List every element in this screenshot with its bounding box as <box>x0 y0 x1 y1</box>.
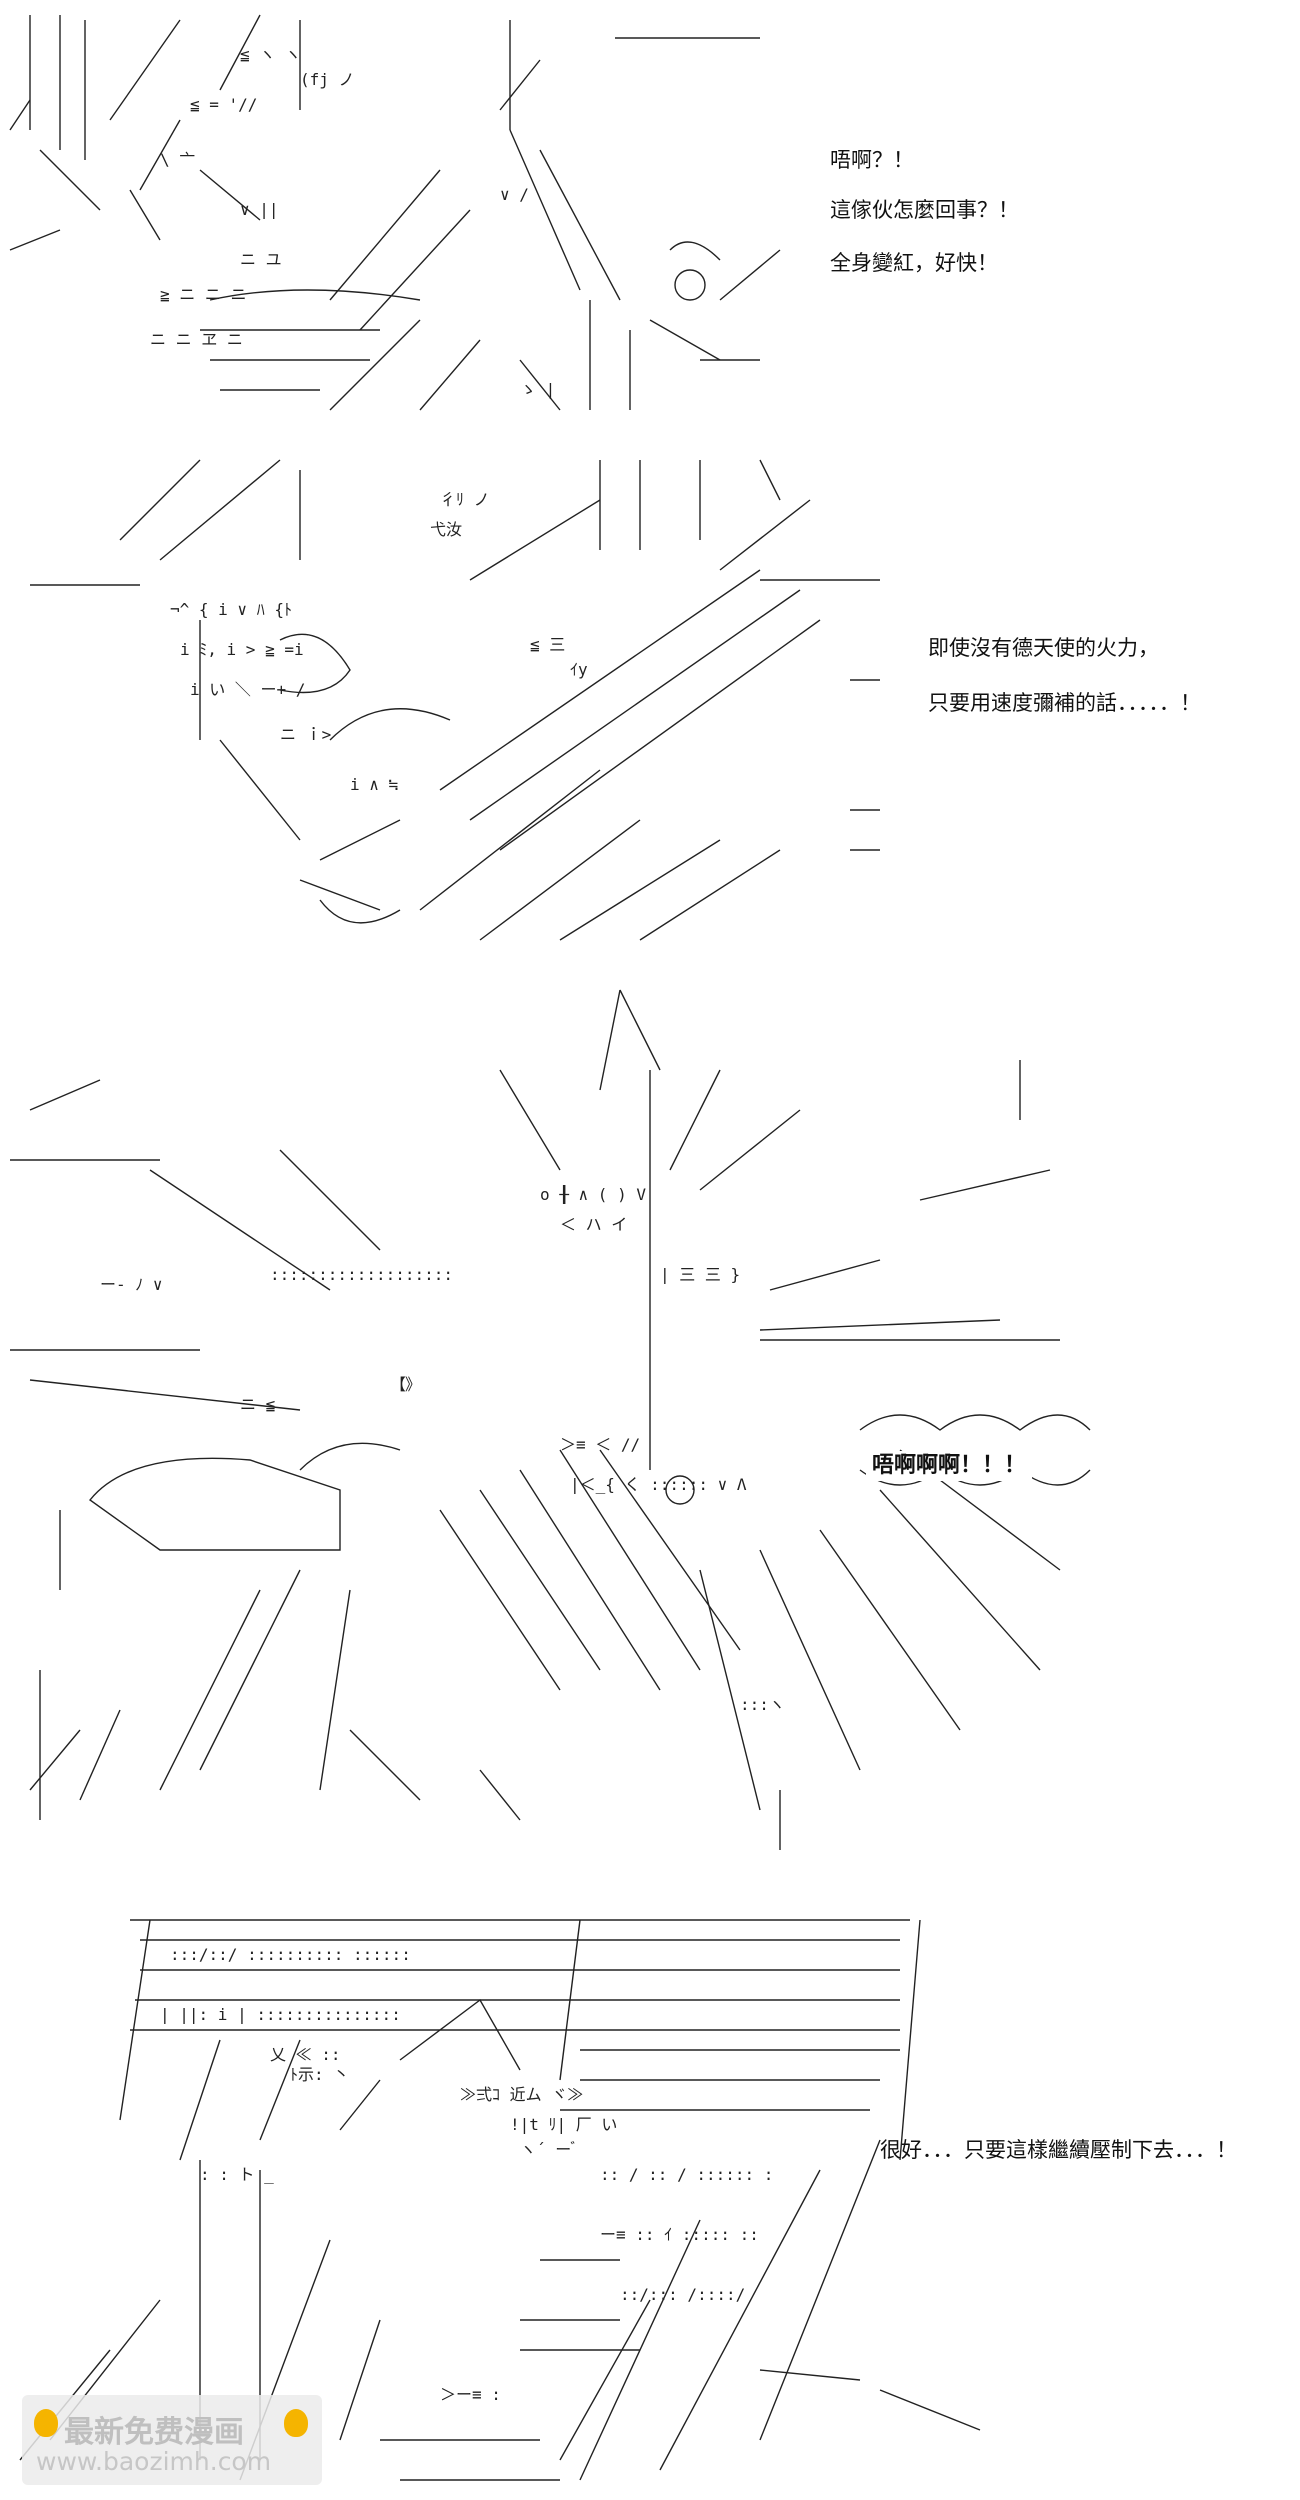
speech-line-2: 只要用速度彌補的話．．．．．！ <box>928 691 1201 715</box>
hand-pointer-icon <box>34 2409 58 2437</box>
svg-text:≦ 三: ≦ 三 <box>530 635 565 654</box>
svg-text:ニ ≦: ニ ≦ <box>240 1395 275 1414</box>
speech-line-3: 全身變紅，好快！ <box>830 251 998 275</box>
svg-text:ー≡ :: ｲ ::::: ::: ー≡ :: ｲ ::::: :: <box>600 2225 759 2244</box>
svg-text:: : ト _: : : ト _ <box>200 2165 274 2184</box>
svg-text:o ╂ ∧ ( ) V: o ╂ ∧ ( ) V <box>540 1184 646 1204</box>
panel-4-ascii-art: :::/::/ :::::::::: :::::: | ||: i | ::::… <box>19 1919 981 2481</box>
svg-text:》: 》 <box>405 1375 421 1394</box>
svg-text:ニ ユ: ニ ユ <box>240 250 282 269</box>
svg-text:【: 【 <box>390 1375 406 1394</box>
svg-text:＞≡ ＜ //: ＞≡ ＜ // <box>560 1435 640 1454</box>
svg-text:≫弍ｺ 近ム ヾ≫: ≫弍ｺ 近ム ヾ≫ <box>460 2085 583 2104</box>
shout-text: 唔啊啊啊！！！ <box>866 1451 1033 1481</box>
svg-text:ー- ﾉ ∨: ー- ﾉ ∨ <box>100 1275 163 1294</box>
panel-3: o ╂ ∧ ( ) V ＜ ハ イ | 三 三 } 【 》 ＞≡ ＜ // |＜… <box>0 970 1300 1850</box>
svg-text::::ヽ: :::ヽ <box>740 1695 785 1714</box>
svg-text:i ∧ ≒: i ∧ ≒ <box>350 775 398 794</box>
svg-text:(fj ノ: (fj ノ <box>300 70 355 89</box>
speech-line-2: 這傢伙怎麼回事？！ <box>830 198 1019 222</box>
svg-text:≦ ヽ ヽ: ≦ ヽ ヽ <box>240 45 301 64</box>
svg-text:＜ ハ イ: ＜ ハ イ <box>560 1215 627 1234</box>
svg-text:i い ＼ ー+ /: i い ＼ ー+ / <box>190 680 305 699</box>
svg-text:|＜_{ く :::::: ∨ Λ: |＜_{ く :::::: ∨ Λ <box>570 1475 747 1494</box>
svg-text:i ﾐ, i > ≧ =i: i ﾐ, i > ≧ =i <box>180 640 304 659</box>
svg-text::::::::::::::::::::: ::::::::::::::::::: <box>270 1265 453 1284</box>
svg-text:!|t ﾘ| 厂 い: !|t ﾘ| 厂 い <box>510 2115 617 2134</box>
panel-4: :::/::/ :::::::::: :::::: | ||: i | ::::… <box>0 1880 1300 2500</box>
svg-text:ｲy: ｲy <box>570 660 588 679</box>
hand-pointer-icon <box>284 2409 308 2437</box>
svg-text:| 三 三 }: | 三 三 } <box>660 1265 740 1284</box>
svg-text:＞ー≡ :: ＞ー≡ : <box>440 2385 501 2404</box>
svg-text:≦ = '//: ≦ = '// <box>190 95 257 114</box>
watermark-line-1: 最新免费漫画 <box>64 2415 244 2450</box>
svg-text:∨ /: ∨ / <box>500 185 529 204</box>
svg-text:ヽ´ ー ゙: ヽ´ ー ゙ <box>520 2140 575 2159</box>
svg-text:彳ﾘ ノ: 彳ﾘ ノ <box>440 490 490 509</box>
svg-text:弋汝: 弋汝 <box>430 520 462 539</box>
panel-1: ≦ ヽ ヽ (fj ノ ≦ = '// \ 亠 ニ ユ ≧ ニ ニ ニ ニ ニ … <box>0 0 1300 430</box>
svg-text::::/::/ :::::::::: ::::::: :::/::/ :::::::::: :::::: <box>170 1945 411 1964</box>
svg-text:ニ ｉ>: ニ ｉ> <box>280 725 331 744</box>
svg-text:≧ ニ ニ ニ: ≧ ニ ニ ニ <box>160 285 247 304</box>
panel-2: 彳ﾘ ノ 弋汝 ¬^ { i ∨ ﾊ {ﾄ i ﾐ, i > ≧ =i i い … <box>0 440 1300 960</box>
panel-2-ascii-art: 彳ﾘ ノ 弋汝 ¬^ { i ∨ ﾊ {ﾄ i ﾐ, i > ≧ =i i い … <box>30 459 880 941</box>
panel-1-ascii-art: ≦ ヽ ヽ (fj ノ ≦ = '// \ 亠 ニ ユ ≧ ニ ニ ニ ニ ニ … <box>9 14 781 411</box>
svg-text:\ 亠: \ 亠 <box>160 150 195 169</box>
svg-text::: / :: / :::::: :: :: / :: / :::::: : <box>600 2165 773 2184</box>
watermark-url: www.baozimh.com <box>36 2447 272 2476</box>
svg-text:ﾄ示: 丶: ﾄ示: 丶 <box>290 2065 349 2084</box>
svg-text:¬^ { i ∨ ﾊ {ﾄ: ¬^ { i ∨ ﾊ {ﾄ <box>170 600 292 619</box>
site-watermark: 最新免费漫画 www.baozimh.com <box>22 2395 322 2485</box>
speech-line-1: 很好．．．只要這樣繼續壓制下去．．．！ <box>880 2138 1237 2162</box>
svg-text:ニ ニ ヱ ニ: ニ ニ ヱ ニ <box>150 330 243 349</box>
speech-line-1: 唔啊？！ <box>830 148 914 172</box>
svg-text:乂 ≪ ::: 乂 ≪ :: <box>270 2045 341 2064</box>
speech-line-1: 即使沒有德天使的火力， <box>928 636 1159 660</box>
svg-text:| ||: i | :::::::::::::::: | ||: i | ::::::::::::::: <box>160 2005 401 2024</box>
svg-text:∨ ||: ∨ || <box>240 200 279 219</box>
svg-text:ゝ |: ゝ | <box>520 380 555 399</box>
panel-3-ascii-art: o ╂ ∧ ( ) V ＜ ハ イ | 三 三 } 【 》 ＞≡ ＜ // |＜… <box>10 989 1091 1850</box>
svg-text:::/::: /::::/: ::/::: /::::/ <box>620 2285 745 2304</box>
